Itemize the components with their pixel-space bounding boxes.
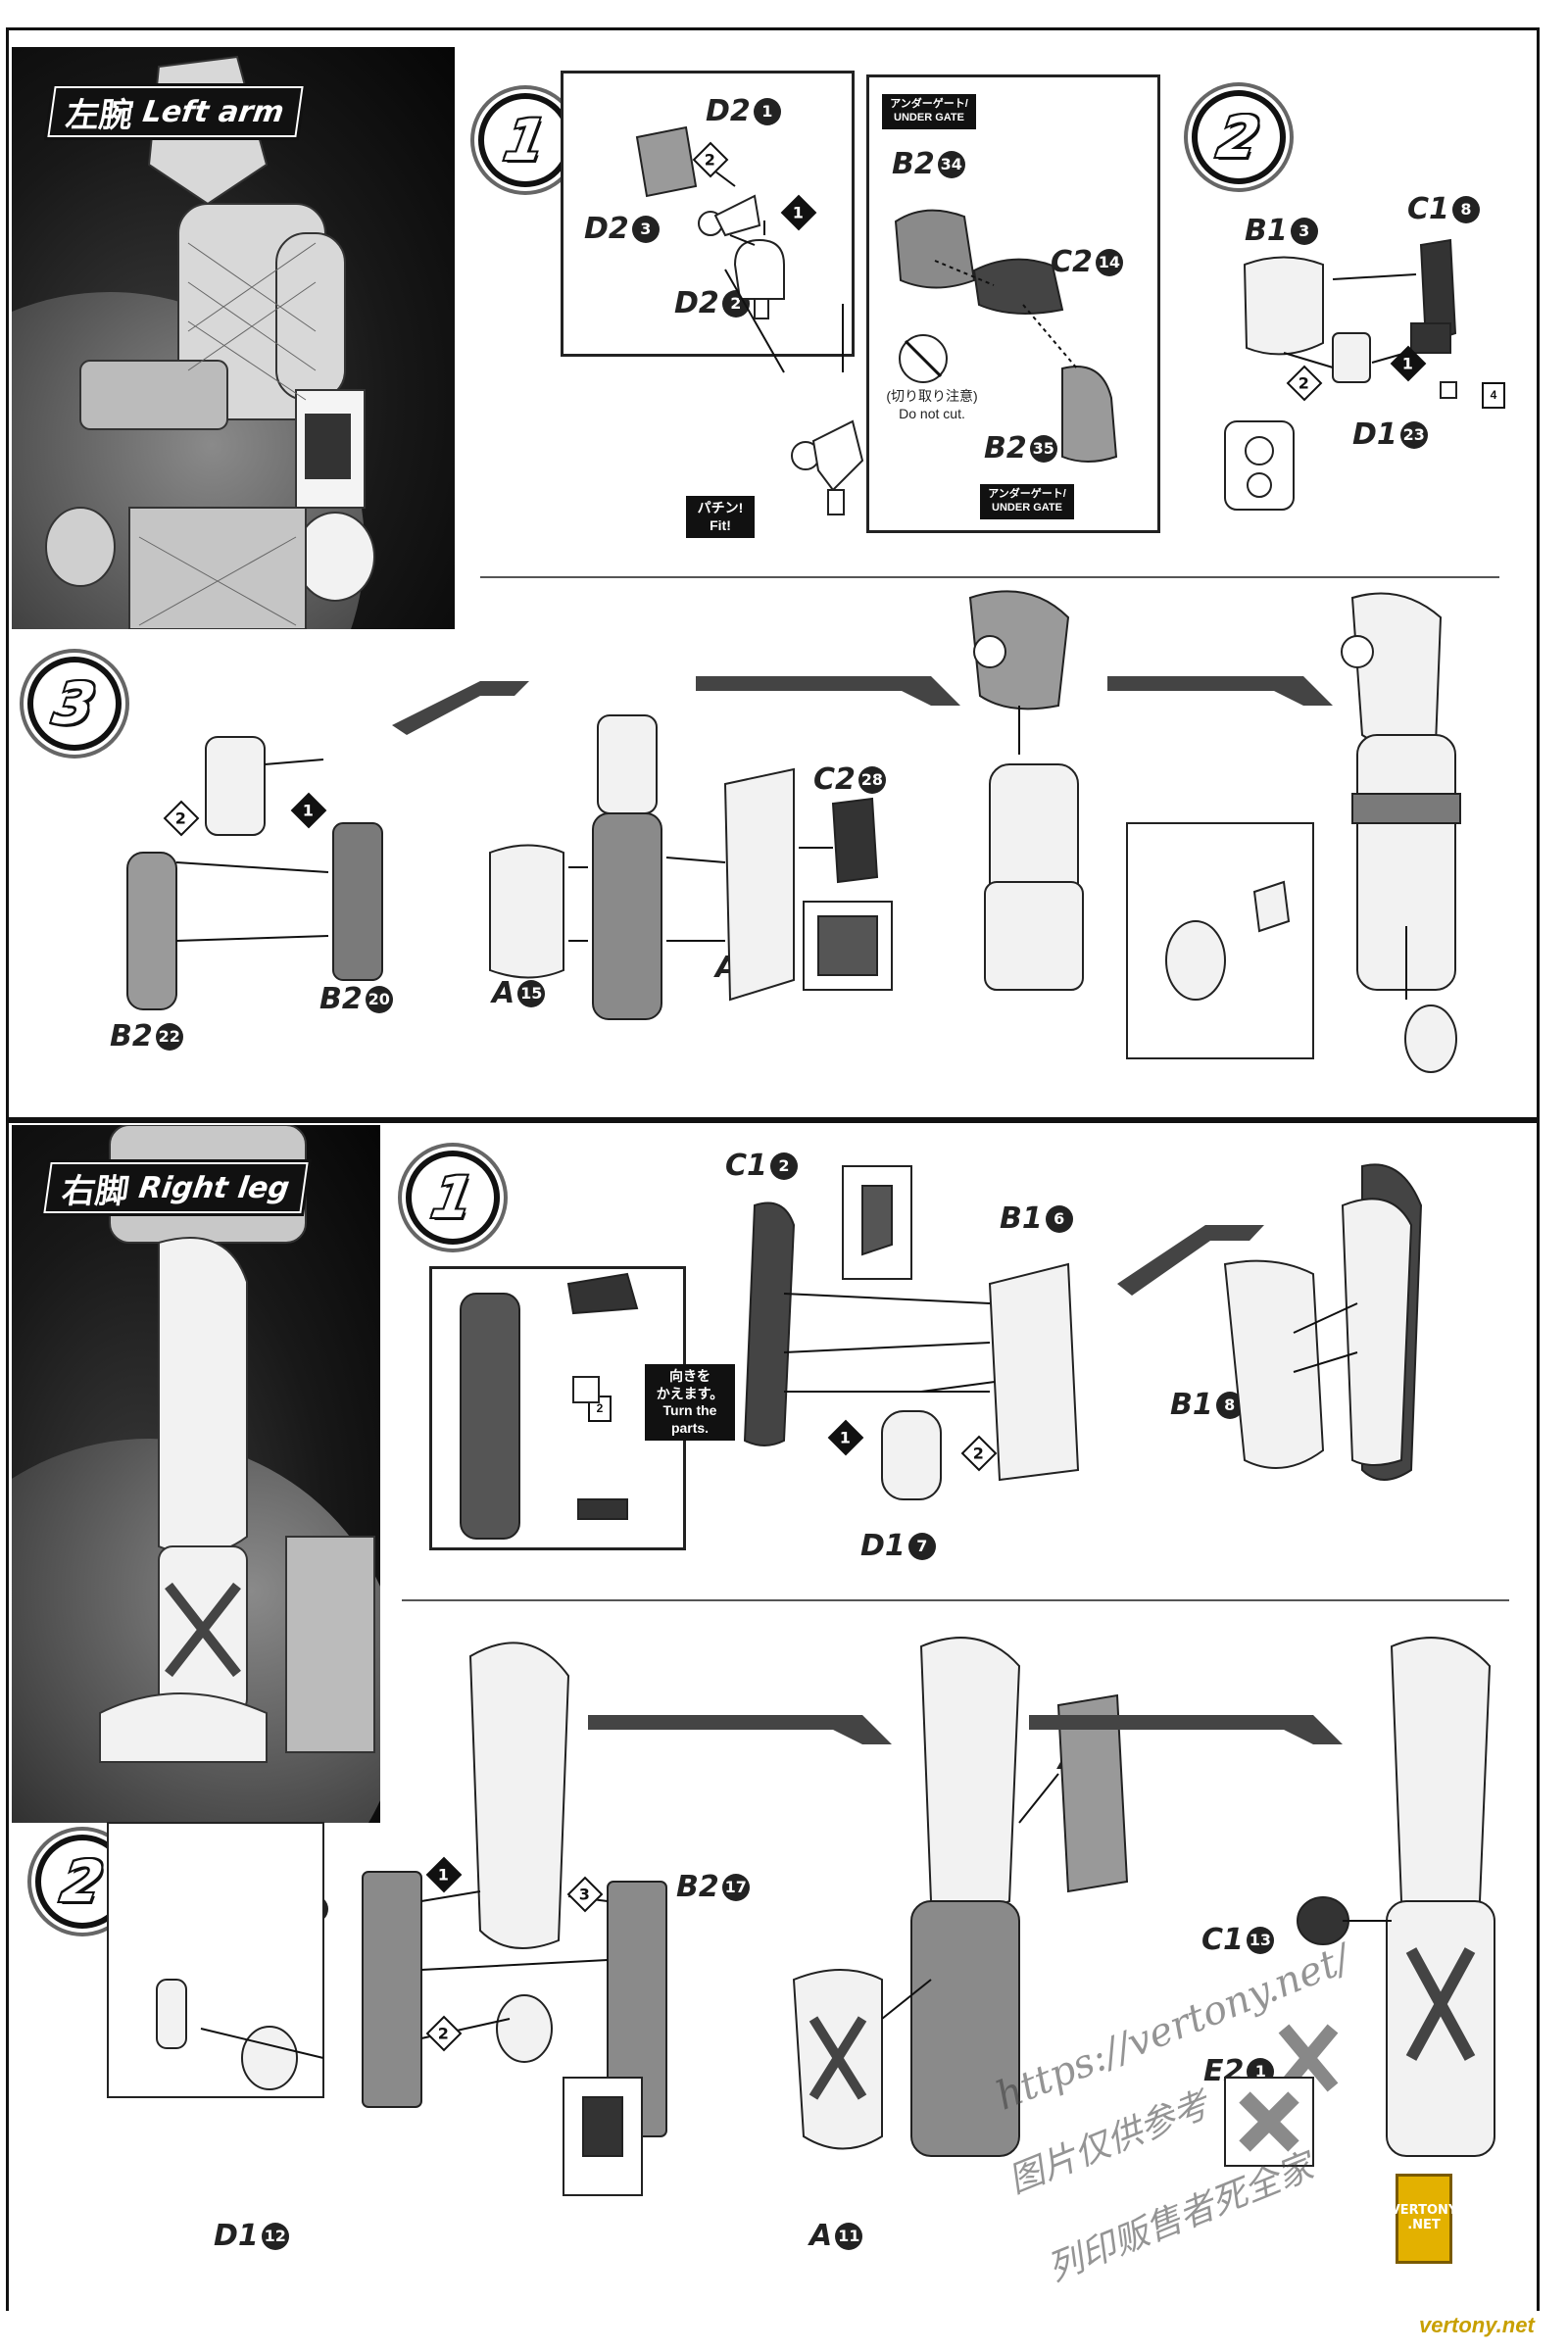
do-not-cut-caption: (切り取り注意) Do not cut.	[886, 388, 978, 421]
leg-step1-badge: 1	[406, 1151, 500, 1245]
figure-illustration	[45, 55, 375, 629]
left-arm-title-en: Left arm	[140, 94, 287, 129]
arm-step2-number: 2	[1211, 102, 1266, 172]
leg-step2-drawing	[107, 1637, 1495, 2196]
arm-step2-drawing	[1224, 238, 1457, 511]
section-divider	[6, 1117, 1540, 1123]
left-arm-title-jp: 左腕	[63, 95, 136, 135]
right-leg-hero-panel: 右脚 Right leg	[12, 1125, 380, 1823]
under-gate-drawing	[894, 209, 1118, 463]
turn-parts-note: 向きを かえます。 Turn the parts.	[645, 1364, 735, 1441]
left-arm-title-banner: 左腕 Left arm	[47, 86, 304, 137]
arm-step1-badge: 1	[478, 93, 572, 187]
footer-url: vertony.net	[1419, 2313, 1535, 2337]
arm-row-divider	[480, 576, 1499, 578]
arm-step1-number: 1	[498, 105, 553, 175]
under-gate-bottom: アンダーゲート/ UNDER GATE	[980, 484, 1074, 519]
left-arm-hero-panel: 左腕 Left arm	[12, 47, 455, 629]
leg-row-divider	[402, 1599, 1509, 1601]
arm-step2-tag: 4	[1482, 382, 1505, 409]
arm-step3-drawing	[126, 590, 1461, 1073]
vertony-logo: VERTONY .NET	[1391, 2174, 1457, 2264]
right-leg-title-jp: 右脚	[59, 1171, 132, 1211]
under-gate-top: アンダーゲート/ UNDER GATE	[882, 94, 976, 129]
leg-figure-illustration	[99, 1125, 375, 1763]
leg-step1-drawing	[460, 1163, 1423, 1540]
right-leg-title-en: Right leg	[136, 1170, 292, 1205]
arm-step2-badge: 2	[1192, 90, 1286, 184]
fit-note: パチン! Fit!	[686, 496, 755, 538]
page-border	[6, 27, 1540, 2311]
arm-step3-badge: 3	[27, 657, 122, 751]
right-leg-title-banner: 右脚 Right leg	[43, 1162, 309, 1213]
